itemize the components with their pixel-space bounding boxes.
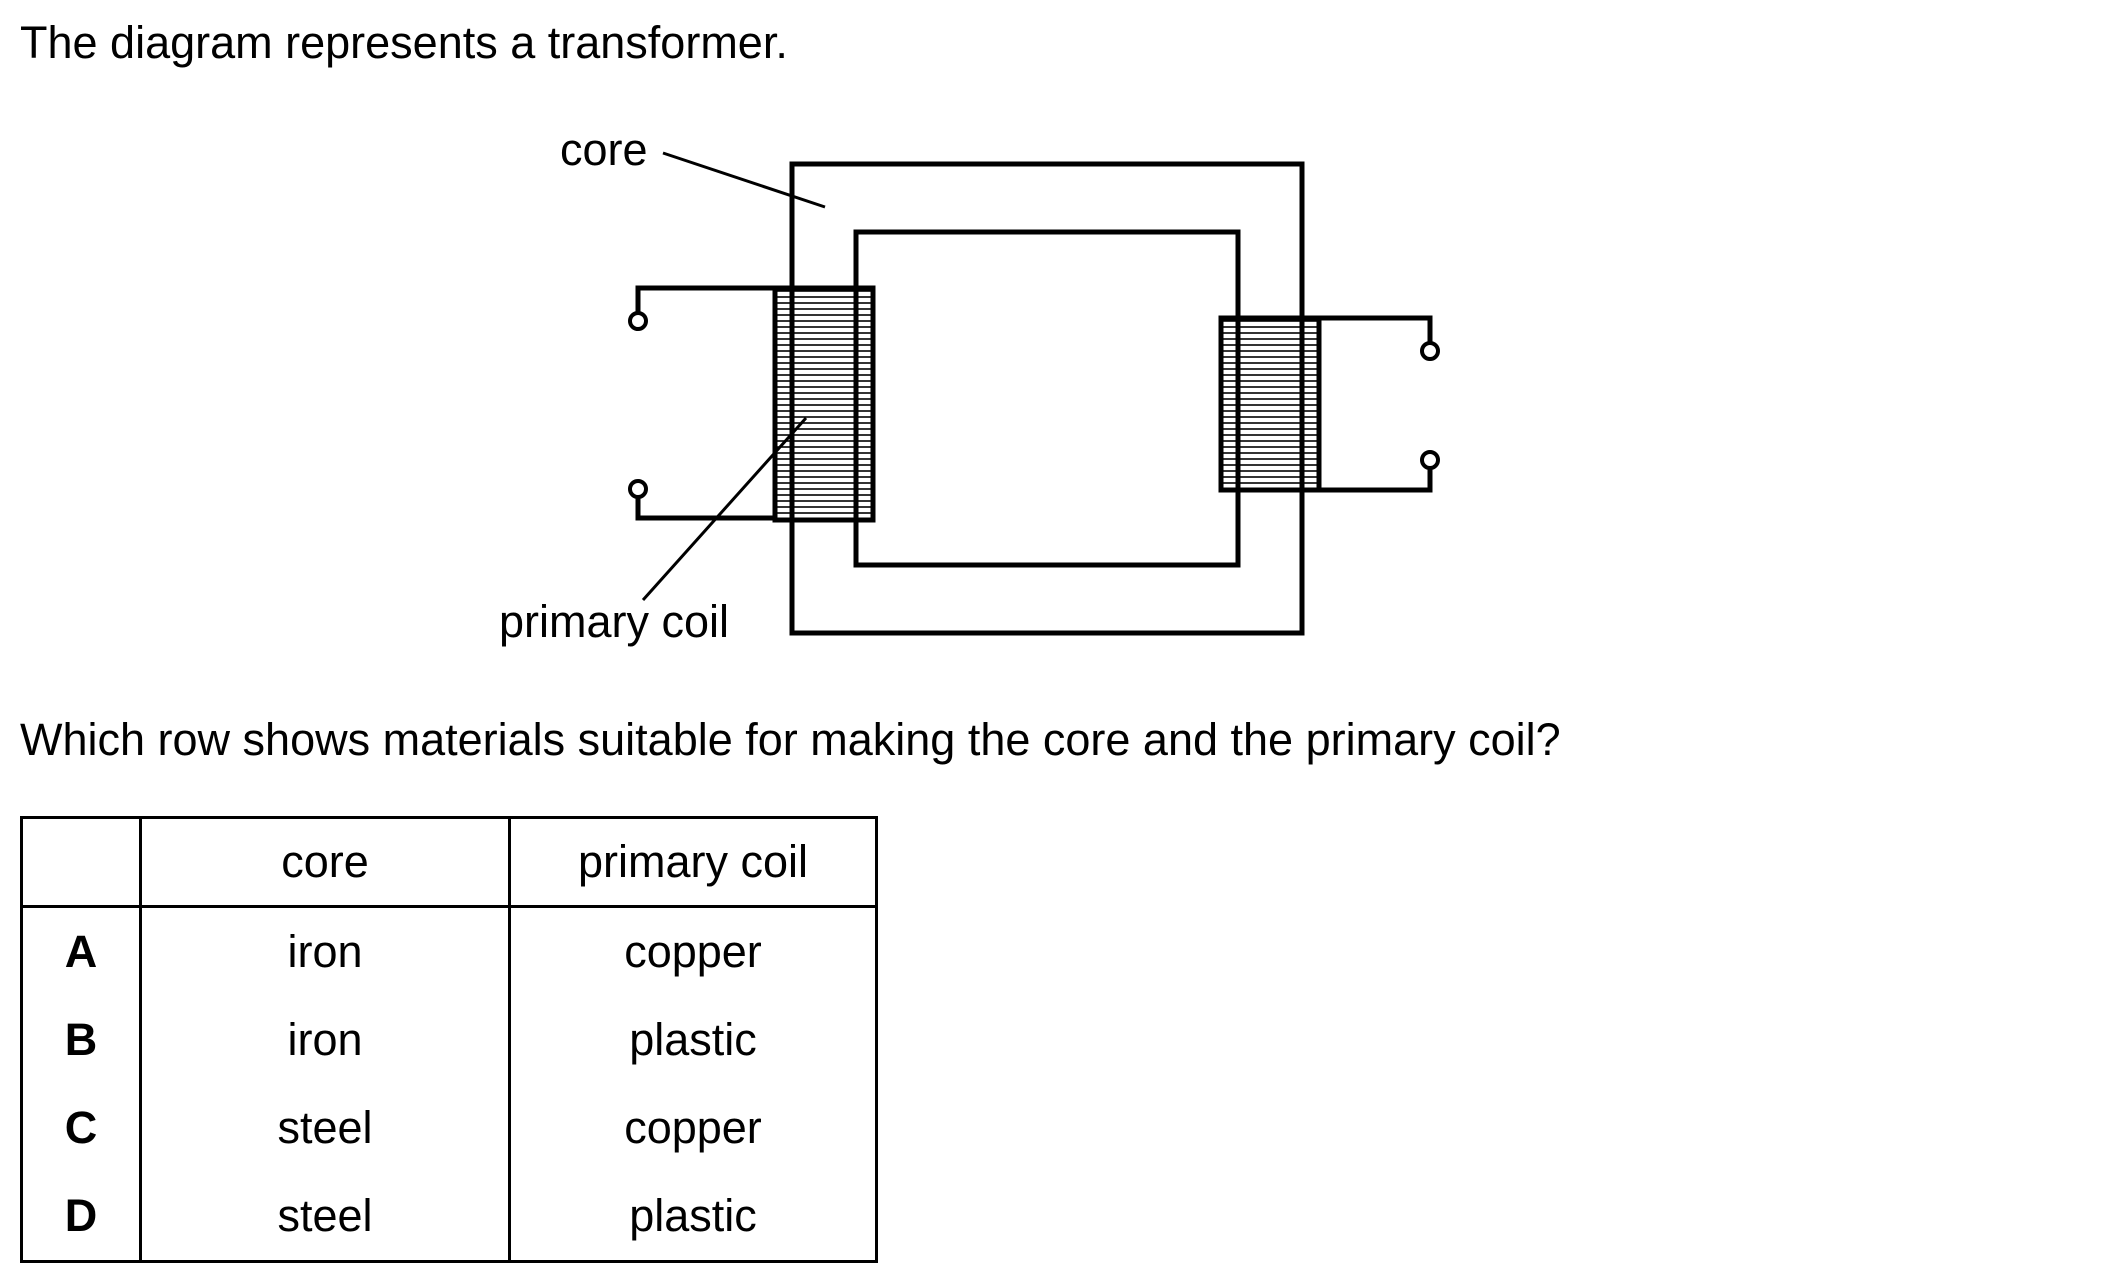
question-text: Which row shows materials suitable for m…	[20, 714, 1561, 765]
row-letter: A	[21, 906, 142, 996]
row-core: steel	[140, 1172, 511, 1262]
header-coil-cell: primary coil	[509, 817, 877, 908]
secondary-terminal-bottom	[1420, 450, 1440, 470]
core-label: core	[560, 124, 648, 175]
primary-terminal-top	[628, 311, 648, 331]
row-coil: copper	[624, 926, 762, 977]
core-leader-line	[662, 151, 826, 209]
transformer-diagram: core primary coil	[499, 124, 1440, 647]
row-coil: plastic	[629, 1190, 757, 1241]
header-letter-cell	[21, 817, 142, 908]
row-letter: D	[21, 1172, 142, 1262]
primary-terminal-bottom	[628, 479, 648, 499]
table-row: A iron copper	[21, 906, 877, 996]
header-core-cell: core	[140, 817, 511, 908]
primary-coil-label: primary coil	[499, 596, 729, 647]
secondary-terminal-top	[1420, 341, 1440, 361]
secondary-leads	[1319, 315, 1433, 493]
core-inner-outline	[853, 229, 1241, 568]
row-coil: copper	[624, 1102, 762, 1153]
primary-leads	[635, 285, 775, 521]
secondary-coil	[1218, 315, 1322, 493]
row-core: steel	[140, 1084, 511, 1172]
row-coil: plastic	[629, 1014, 757, 1065]
primary-coil-leader-line	[641, 416, 808, 602]
answer-table: core primary coil A iron copper B iron p…	[20, 816, 878, 1263]
table-row: C steel copper	[21, 1084, 877, 1172]
table-row: D steel plastic	[21, 1172, 877, 1262]
intro-text: The diagram represents a transformer.	[20, 17, 788, 68]
primary-coil	[772, 285, 876, 523]
table-header-row: core primary coil	[21, 817, 877, 908]
row-letter: C	[21, 1084, 142, 1172]
row-core: iron	[140, 996, 511, 1084]
row-letter: B	[21, 996, 142, 1084]
row-core: iron	[140, 906, 511, 996]
table-row: B iron plastic	[21, 996, 877, 1084]
